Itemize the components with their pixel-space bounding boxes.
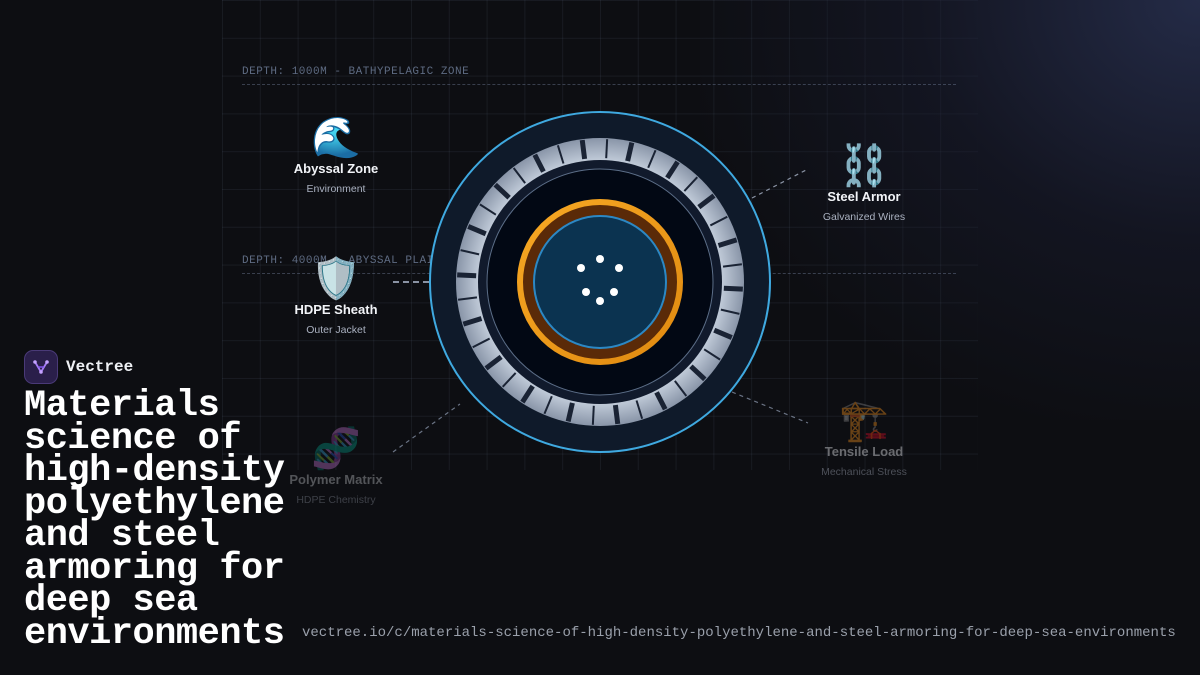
callout-abyssal-zone: 🌊 Abyssal Zone Environment <box>261 116 411 195</box>
steel-wire-separator <box>493 182 511 200</box>
steel-wire-separator <box>579 139 588 160</box>
steel-wire-separator <box>532 153 546 173</box>
steel-wire-separator <box>654 391 668 411</box>
callout-steel-armor: ⛓️ Steel Armor Galvanized Wires <box>789 144 939 223</box>
steel-wire-separator <box>457 272 477 279</box>
steel-wire-separator <box>717 237 738 248</box>
callout-subtitle: HDPE Chemistry <box>296 494 376 506</box>
callout-title: HDPE Sheath <box>294 302 378 317</box>
steel-wire-separator <box>697 193 716 210</box>
steel-wire-separator <box>520 384 535 404</box>
callout-tensile-load: 🏗️ Tensile Load Mechanical Stress <box>789 399 939 478</box>
steel-wire-separator <box>683 176 699 192</box>
brand-name: Vectree <box>66 358 134 376</box>
callout-polymer-matrix: 🧬 Polymer Matrix HDPE Chemistry <box>261 427 411 506</box>
page-title: Materials science of high-density polyet… <box>24 385 285 655</box>
steel-wire-gaps <box>457 139 743 425</box>
callout-title: Steel Armor <box>827 189 901 204</box>
steel-wire-separator <box>722 263 743 268</box>
steel-wire-separator <box>462 316 483 327</box>
steel-wire-separator <box>612 404 621 425</box>
steel-wire-separator <box>625 142 635 162</box>
steel-wire-separator <box>501 372 517 388</box>
steel-wire-separator <box>467 224 487 237</box>
callout-subtitle: Environment <box>306 183 366 195</box>
steel-wire-separator <box>647 149 657 169</box>
steel-wire-separator <box>591 405 595 425</box>
steel-wire-separator <box>556 145 565 164</box>
vectree-logo-icon <box>24 350 58 384</box>
steel-wire-separator <box>565 402 575 422</box>
fiber-core <box>533 215 667 349</box>
steel-wire-separator <box>605 139 609 159</box>
steel-wire-separator <box>689 364 707 382</box>
steel-wire-separator <box>460 249 480 256</box>
shield-icon: 🛡️ <box>311 257 361 301</box>
optical-fibers <box>577 255 623 305</box>
steel-wire-separator <box>635 400 644 419</box>
steel-wire-separator <box>543 395 553 415</box>
depth-marker-1000m: DEPTH: 1000M - BATHYPELAGIC ZONE <box>242 66 956 85</box>
steel-wire-separator <box>472 337 491 349</box>
callout-subtitle: Mechanical Stress <box>821 466 907 478</box>
dna-icon: 🧬 <box>311 427 361 471</box>
page-url[interactable]: vectree.io/c/materials-science-of-high-d… <box>302 625 1176 641</box>
background-glow <box>700 0 1200 420</box>
callout-title: Polymer Matrix <box>289 472 383 487</box>
brand: Vectree <box>24 350 133 384</box>
steel-wire-separator <box>512 167 526 184</box>
callout-subtitle: Galvanized Wires <box>822 211 906 223</box>
steel-wire-separator <box>709 215 728 227</box>
steel-wire-separator <box>665 160 680 180</box>
callout-subtitle: Outer Jacket <box>306 324 366 336</box>
callout-hdpe-sheath: 🛡️ HDPE Sheath Outer Jacket <box>261 257 411 336</box>
steel-wire-separator <box>723 285 743 292</box>
steel-wire-separator <box>703 348 721 361</box>
steel-wire-separator <box>484 354 503 371</box>
wave-icon: 🌊 <box>311 116 361 160</box>
steel-wire-separator <box>720 308 740 315</box>
crane-icon: 🏗️ <box>839 399 889 443</box>
callout-title: Abyssal Zone <box>293 161 379 176</box>
steel-wire-separator <box>713 327 733 340</box>
cable-cross-section <box>429 111 771 453</box>
steel-wire-separator <box>479 203 497 216</box>
callout-title: Tensile Load <box>824 444 904 459</box>
steel-wire-separator <box>457 296 478 301</box>
steel-wire-separator <box>674 380 688 397</box>
chain-icon: ⛓️ <box>839 144 889 188</box>
